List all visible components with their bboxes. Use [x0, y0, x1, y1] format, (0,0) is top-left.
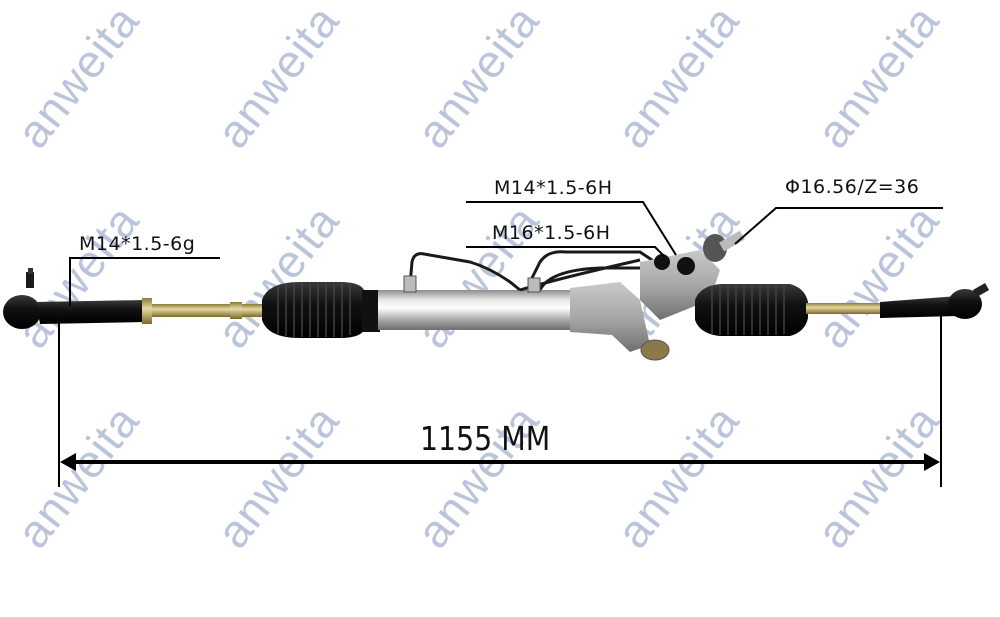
left-inner-tie-rod: [142, 298, 262, 324]
port-2-thread-label: M16*1.5-6H: [492, 222, 611, 244]
right-bellows-boot: [695, 284, 808, 336]
overall-length-label: 1155 MM: [420, 419, 551, 458]
arrow-left-icon: [60, 453, 76, 471]
leader-port-2: [466, 246, 665, 257]
left-bellows-boot: [262, 282, 380, 338]
leader-lines: [69, 201, 943, 306]
tie-rod-thread-label: M14*1.5-6g: [79, 233, 196, 255]
leader-tie-rod-thread: [69, 257, 220, 306]
left-tie-rod-end: [3, 268, 145, 329]
leader-input-shaft: [734, 207, 943, 245]
port-1-thread-label: M14*1.5-6H: [494, 177, 613, 199]
port-1: [654, 254, 670, 270]
right-inner-tie-rod: [806, 303, 901, 314]
rack-housing-tube: [378, 290, 578, 330]
arrow-right-icon: [924, 453, 940, 471]
dimension-line: [58, 314, 942, 487]
input-shaft-spline-label: Φ16.56/Z=36: [785, 176, 920, 198]
port-2: [677, 257, 695, 275]
leader-port-1: [466, 201, 677, 256]
pinion-input-shaft: [719, 230, 745, 252]
right-tie-rod-end: [880, 283, 990, 319]
